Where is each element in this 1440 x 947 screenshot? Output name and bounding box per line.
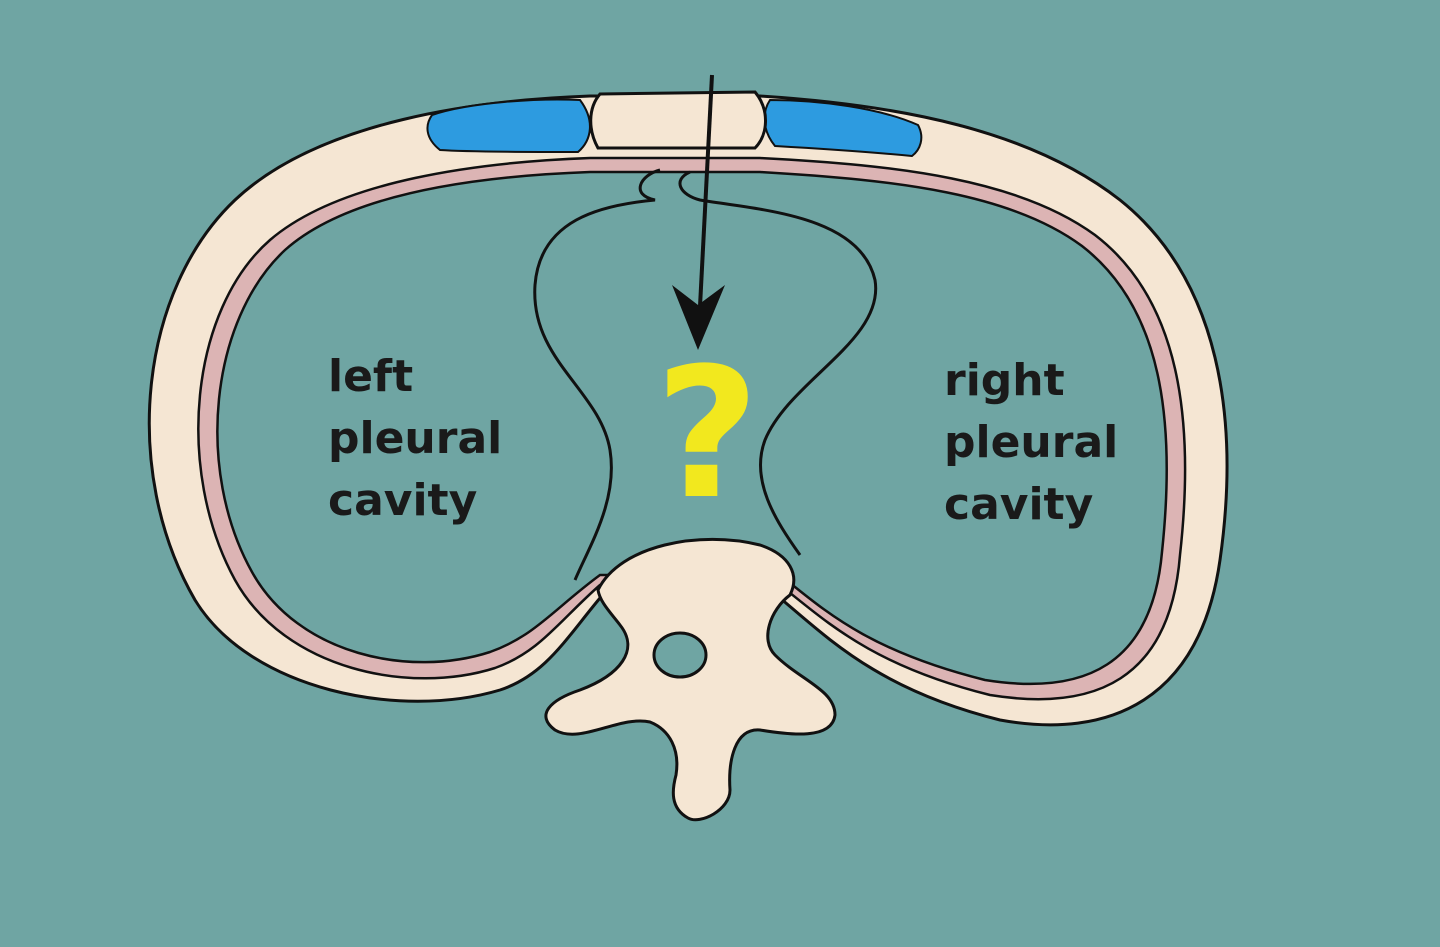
question-mark: ? — [655, 330, 760, 539]
left-label-line-3: cavity — [328, 475, 478, 526]
left-costal-cartilage — [426, 98, 591, 154]
right-label-line-2: pleural — [944, 417, 1119, 468]
left-pleural-cavity-label: left pleural cavity — [328, 346, 502, 532]
right-costal-cartilage — [763, 98, 923, 158]
arrow-shaft — [696, 74, 714, 346]
left-label-line-1: left — [328, 351, 414, 402]
right-pleural-cavity-label: right pleural cavity — [944, 350, 1118, 536]
arrow-head — [672, 285, 725, 350]
vertebral-foramen — [652, 631, 708, 679]
sternum — [589, 90, 767, 150]
left-label-line-2: pleural — [328, 413, 503, 464]
right-label-line-3: cavity — [944, 479, 1094, 530]
mediastinum-outline — [533, 168, 878, 581]
right-label-line-1: right — [944, 355, 1065, 406]
vertebra — [544, 537, 837, 822]
